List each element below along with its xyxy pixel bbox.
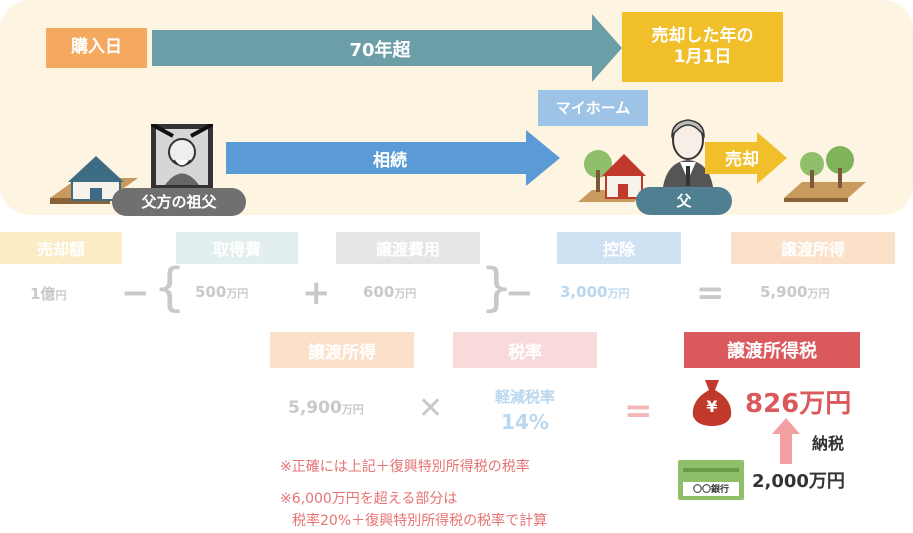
open-brace: {: [153, 258, 187, 318]
tax-transfer-income-value: 5,900万円: [288, 398, 364, 418]
transfer-cost-label: 譲渡費用: [336, 232, 480, 264]
inheritance-arrow: [226, 130, 560, 186]
sale-year-line2: 1月1日: [673, 47, 732, 67]
note-2-line1: ※6,000万円を超える部分は: [280, 491, 458, 507]
purchase-date-label: 購入日: [71, 37, 122, 58]
transfer-tax-value: 826万円: [745, 389, 852, 419]
bankbook-icon: [678, 460, 744, 500]
note-1: ※正確には上記＋復興特別所得税の税率: [280, 459, 530, 475]
note-2-line2: 税率20%＋復興特別所得税の税率で計算: [292, 513, 548, 529]
transfer-income-label: 譲渡所得: [731, 232, 895, 264]
bank-name: 〇〇銀行: [692, 485, 729, 495]
payment-arrow: [772, 418, 800, 464]
transfer-cost-value: 600万円: [363, 283, 417, 301]
inheritance-label: 相続: [373, 151, 407, 171]
acquisition-cost-value: 500万円: [195, 283, 249, 301]
bank-value: 2,000万円: [752, 471, 845, 492]
deduction-value: 3,000万円: [560, 283, 630, 301]
land-trees-icon: [784, 146, 866, 202]
acquisition-cost-label: 取得費: [176, 232, 298, 264]
transfer-tax-label: 譲渡所得税: [684, 332, 860, 368]
deduction-label: 控除: [557, 232, 681, 264]
sale-label: 売却: [725, 150, 759, 170]
purchase-date-box: 購入日: [46, 28, 147, 68]
tax-rate-label: 税率: [453, 332, 597, 368]
sale-amount-value: 1億円: [30, 285, 67, 303]
tax-transfer-income-label: 譲渡所得: [270, 332, 414, 368]
multiply-operator: ✕: [418, 391, 444, 426]
sale-arrow: [705, 132, 787, 184]
transfer-income-value: 5,900万円: [760, 283, 830, 301]
plus-operator: +: [302, 273, 331, 313]
sale-year-box: 売却した年の 1月1日: [622, 12, 783, 82]
close-brace: }: [480, 258, 514, 318]
sale-amount-label: 売却額: [0, 232, 122, 264]
great-grandfather-label: 父方の祖父: [112, 188, 246, 216]
reduced-rate-value: 14%: [501, 410, 549, 434]
duration-label: 70年超: [349, 40, 411, 61]
equals-operator-2: =: [624, 391, 653, 431]
father-label: 父: [636, 187, 732, 215]
payment-label: 納税: [812, 434, 845, 453]
home-with-trees-icon: [578, 150, 648, 202]
duration-arrow: [152, 14, 622, 82]
minus-operator-1: −: [121, 273, 150, 313]
minus-operator-2: −: [505, 273, 534, 313]
equals-operator-1: =: [696, 273, 725, 313]
money-bag-icon: [692, 380, 732, 426]
yen-symbol: ¥: [706, 397, 718, 416]
portrait-icon: [151, 124, 213, 190]
sale-year-line1: 売却した年の: [651, 25, 754, 46]
reduced-rate-label: 軽減税率: [494, 388, 555, 406]
my-home-box: マイホーム: [538, 90, 648, 126]
